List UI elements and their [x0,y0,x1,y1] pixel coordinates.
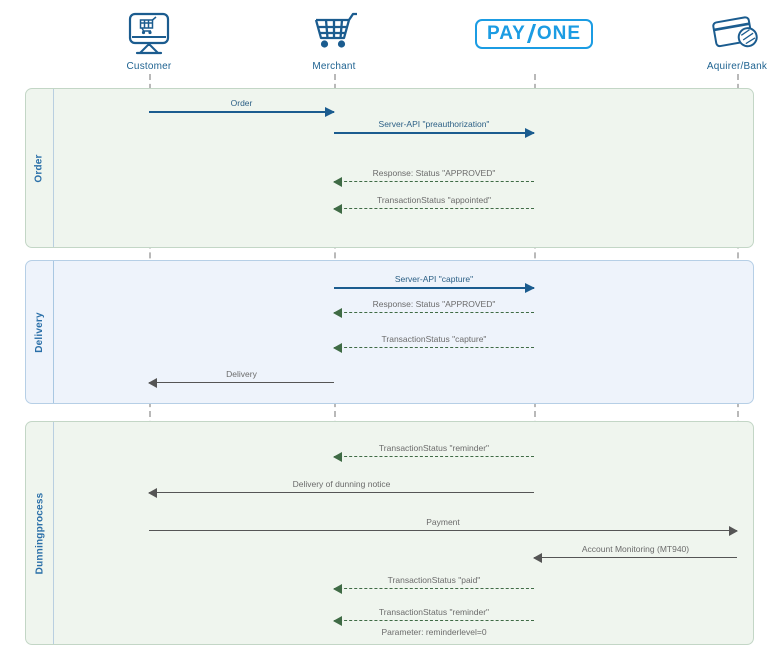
actor-payone: PAY ONE [464,10,604,58]
section-dunning: Dunningprocess [25,421,754,645]
message-line [334,456,534,457]
actor-label-customer: Customer [126,61,172,72]
message-line [334,347,534,348]
message-line [534,557,737,558]
arrowhead-left-icon [333,177,342,187]
payone-logo-right: ONE [536,23,582,44]
section-label-text: Dunningprocess [34,492,46,574]
payone-logo-left: PAY [486,23,526,44]
section-label-text: Delivery [34,311,45,353]
message-line [334,287,534,289]
message-line [334,588,534,589]
arrowhead-right-icon [325,107,335,117]
credit-card-icon [667,10,767,58]
arrowhead-left-icon [148,378,157,388]
arrowhead-left-icon [333,616,342,626]
section-divider [53,261,54,403]
arrowhead-left-icon [533,553,542,563]
message-line [334,620,534,621]
payone-logo: PAY ONE [464,10,604,58]
message-line [334,208,534,209]
section-label-text: Order [34,153,46,183]
actor-customer: Customer [79,10,219,72]
message-sublabel: Parameter: reminderlevel=0 [381,627,487,637]
arrowhead-left-icon [333,343,342,353]
section-order: Order [25,88,754,248]
payone-logo-slash [526,24,536,43]
section-delivery: Delivery [25,260,754,404]
actor-label-acquirer: Aquirer/Bank [706,61,767,72]
arrowhead-left-icon [148,488,157,498]
actor-merchant: Merchant [264,10,404,72]
message-line [149,111,334,113]
arrowhead-right-icon [729,526,738,536]
message-line [334,181,534,182]
arrowhead-right-icon [525,283,535,293]
shopping-cart-icon [264,10,404,58]
section-label-delivery: Delivery [26,261,53,403]
section-divider [53,422,54,644]
message-line [334,312,534,313]
monitor-cart-icon [79,10,219,58]
arrowhead-left-icon [333,308,342,318]
section-label-dunning: Dunningprocess [26,422,53,644]
actor-label-merchant: Merchant [312,61,356,72]
arrowhead-left-icon [333,204,342,214]
message-line [334,132,534,134]
message-line [149,492,534,493]
arrowhead-left-icon [333,452,342,462]
arrowhead-left-icon [333,584,342,594]
section-label-order: Order [26,89,53,247]
payone-logo: PAY ONE [474,19,594,49]
arrowhead-right-icon [525,128,535,138]
section-divider [53,89,54,247]
actor-acquirer: Aquirer/Bank [667,10,767,72]
message-line [149,382,334,383]
message-line [149,530,737,531]
